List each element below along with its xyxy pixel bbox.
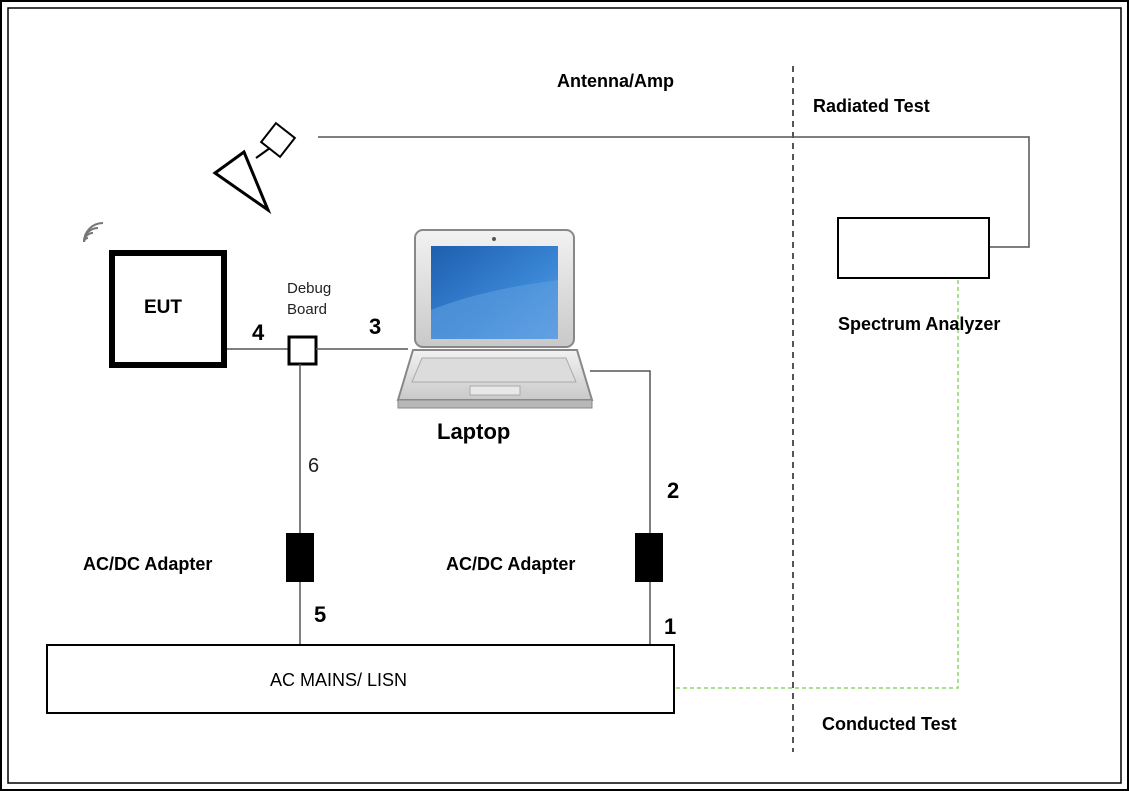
horn-antenna-icon bbox=[212, 121, 297, 215]
ac-dc-adapter-left bbox=[286, 533, 314, 582]
ac-mains-lisn-box bbox=[46, 644, 675, 714]
debug-board-label-line2: Board bbox=[287, 301, 327, 318]
cable-2 bbox=[590, 370, 651, 533]
antenna-cable bbox=[318, 136, 1030, 248]
inner-border bbox=[7, 7, 1122, 784]
ac-mains-label: AC MAINS/ LISN bbox=[270, 670, 407, 690]
laptop-icon bbox=[396, 229, 594, 409]
cable-number-5: 5 bbox=[314, 602, 326, 627]
spectrum-analyzer-box bbox=[837, 217, 990, 279]
laptop-label: Laptop bbox=[437, 419, 510, 444]
wireless-signal-icon bbox=[83, 222, 104, 243]
conducted-test-label: Conducted Test bbox=[822, 714, 957, 734]
debug-board-label-line1: Debug bbox=[287, 280, 331, 297]
conducted-path bbox=[676, 280, 959, 689]
adapter-right-label: AC/DC Adapter bbox=[446, 554, 575, 574]
ac-dc-adapter-right bbox=[635, 533, 663, 582]
radiated-test-label: Radiated Test bbox=[813, 96, 930, 116]
eut-box bbox=[109, 250, 227, 368]
cable-number-1: 1 bbox=[664, 614, 676, 639]
eut-label: EUT bbox=[144, 297, 182, 318]
cable-number-6: 6 bbox=[308, 455, 319, 477]
cable-number-2: 2 bbox=[667, 478, 679, 503]
cable-number-3: 3 bbox=[369, 314, 381, 339]
adapter-left-label: AC/DC Adapter bbox=[83, 554, 212, 574]
antenna-amp-label: Antenna/Amp bbox=[557, 71, 674, 91]
debug-board bbox=[287, 335, 318, 366]
cable-number-4: 4 bbox=[252, 320, 265, 345]
spectrum-analyzer-label: Spectrum Analyzer bbox=[838, 314, 1000, 334]
